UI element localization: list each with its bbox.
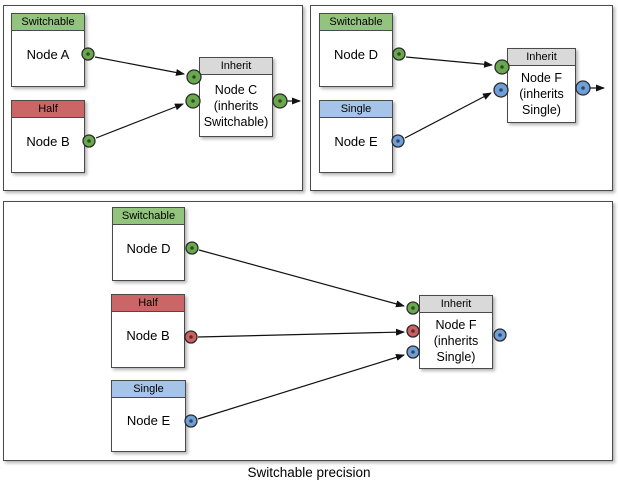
node-e-bottom-label: Node E <box>126 413 171 428</box>
node-c: Inherit Node C (inherits Switchable) <box>199 57 273 137</box>
node-d-type-badge: Switchable <box>320 14 392 31</box>
panel-bottom <box>3 201 613 461</box>
node-c-label: Node C (inherits Switchable) <box>203 82 269 129</box>
node-b-type-badge: Half <box>12 101 84 118</box>
node-f-type-badge: Inherit <box>508 49 575 66</box>
node-e-bottom-type-badge: Single <box>112 381 185 398</box>
node-d: Switchable Node D <box>319 13 393 87</box>
node-d-bottom: Switchable Node D <box>112 207 185 281</box>
node-f: Inherit Node F (inherits Single) <box>507 48 576 123</box>
diagram-caption: Switchable precision <box>247 465 371 480</box>
node-d-bottom-label: Node D <box>126 241 171 256</box>
node-e: Single Node E <box>319 100 393 173</box>
node-b: Half Node B <box>11 100 85 173</box>
node-d-label: Node D <box>333 47 379 62</box>
node-f-bottom-label: Node F (inherits Single) <box>433 317 479 364</box>
node-f-bottom: Inherit Node F (inherits Single) <box>419 295 493 369</box>
node-b-bottom-type-badge: Half <box>112 295 184 312</box>
node-b-bottom-label: Node B <box>126 328 170 343</box>
node-d-bottom-type-badge: Switchable <box>113 208 184 225</box>
node-b-label: Node B <box>26 133 70 149</box>
node-e-label: Node E <box>334 133 378 149</box>
node-a-type-badge: Switchable <box>12 14 84 31</box>
node-c-type-badge: Inherit <box>200 58 272 75</box>
node-f-bottom-type-badge: Inherit <box>420 296 492 313</box>
node-a-label: Node A <box>26 47 70 62</box>
node-f-label: Node F (inherits Single) <box>519 71 564 117</box>
node-a: Switchable Node A <box>11 13 85 87</box>
node-e-bottom: Single Node E <box>111 380 186 452</box>
node-e-type-badge: Single <box>320 101 392 118</box>
node-b-bottom: Half Node B <box>111 294 185 368</box>
